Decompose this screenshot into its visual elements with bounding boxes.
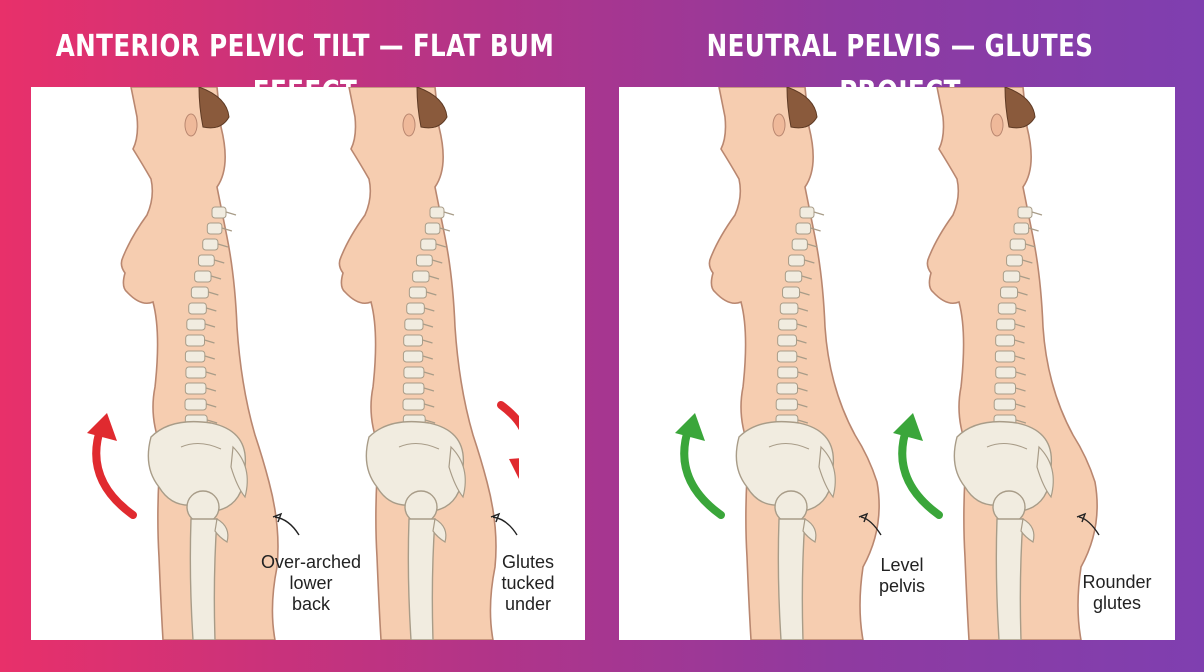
vertebra (404, 367, 424, 378)
vertebra (185, 351, 204, 362)
vertebra (796, 223, 811, 234)
arrow-head (87, 413, 117, 441)
femur-bone (190, 519, 217, 640)
femoral-head (993, 491, 1025, 523)
vertebra (421, 239, 436, 250)
femoral-head (405, 491, 437, 523)
vertebra (779, 319, 797, 330)
vertebra (416, 255, 432, 266)
label-line: lower (251, 573, 371, 594)
label-line: under (483, 594, 573, 615)
vertebra (777, 383, 798, 394)
vertebra (404, 335, 423, 346)
label-line: glutes (1069, 593, 1165, 614)
vertebra (198, 255, 214, 266)
vertebra-process (814, 212, 824, 215)
vertebra (995, 383, 1016, 394)
vertebra (207, 223, 222, 234)
arrow-head (509, 457, 519, 483)
femur-bone (778, 519, 805, 640)
right-panel-title: NEUTRAL PELVIS — GLUTES PROJECT (650, 24, 1150, 70)
vertebra (403, 383, 424, 394)
label-line: Rounder (1069, 572, 1165, 593)
label-rounder-glutes: Rounder glutes (1069, 572, 1165, 614)
femoral-head (187, 491, 219, 523)
label-level-pelvis: Level pelvis (847, 555, 957, 597)
vertebra (1001, 287, 1018, 298)
vertebra (996, 367, 1016, 378)
vertebra (195, 271, 211, 282)
vertebra (778, 335, 797, 346)
vertebra (413, 271, 429, 282)
ear (991, 114, 1003, 136)
vertebra-process (226, 212, 236, 215)
vertebra (407, 303, 425, 314)
ear (403, 114, 415, 136)
label-glutes-tucked: Glutes tucked under (483, 552, 573, 615)
neutral-pelvis-panel: Level pelvis Rounder glutes (619, 87, 1175, 640)
vertebra (785, 271, 801, 282)
vertebra (203, 239, 218, 250)
label-line: Glutes (483, 552, 573, 573)
vertebra (409, 287, 426, 298)
vertebra (1003, 271, 1019, 282)
left-panel-title: ANTERIOR PELVIC TILT — FLAT BUM EFFECT (55, 24, 555, 70)
vertebra (403, 351, 422, 362)
arrow-head (675, 413, 705, 441)
vertebra (996, 335, 1015, 346)
vertebra (430, 207, 444, 218)
vertebra (783, 287, 800, 298)
vertebra (187, 319, 205, 330)
vertebra (1018, 207, 1032, 218)
vertebra (185, 399, 206, 410)
vertebra (1007, 255, 1023, 266)
label-line: Over-arched (251, 552, 371, 573)
vertebra-process (444, 212, 454, 215)
vertebra (789, 255, 805, 266)
label-line: tucked (483, 573, 573, 594)
vertebra-process (1032, 212, 1042, 215)
femur-bone (996, 519, 1023, 640)
vertebra (186, 335, 205, 346)
label-line: pelvis (847, 576, 957, 597)
anterior-tilt-panel: Over-arched lower back Glutes tucked und… (31, 87, 585, 640)
vertebra (776, 399, 797, 410)
vertebra (185, 383, 206, 394)
vertebra (998, 303, 1016, 314)
vertebra (212, 207, 226, 218)
vertebra (995, 351, 1014, 362)
femur-bone (408, 519, 435, 640)
ear (185, 114, 197, 136)
label-line: Level (847, 555, 957, 576)
curved-arrow (501, 405, 519, 465)
femoral-head (775, 491, 807, 523)
vertebra (403, 399, 424, 410)
vertebra (994, 399, 1015, 410)
vertebra (1010, 239, 1025, 250)
label-line: back (251, 594, 371, 615)
vertebra (800, 207, 814, 218)
label-over-arched: Over-arched lower back (251, 552, 371, 615)
vertebra (186, 367, 206, 378)
vertebra (405, 319, 423, 330)
vertebra (778, 367, 798, 378)
vertebra (425, 223, 440, 234)
vertebra (780, 303, 798, 314)
vertebra (792, 239, 807, 250)
arrow-head (893, 413, 923, 441)
vertebra (997, 319, 1015, 330)
ear (773, 114, 785, 136)
vertebra (1014, 223, 1029, 234)
vertebra (777, 351, 796, 362)
vertebra (189, 303, 207, 314)
vertebra (191, 287, 208, 298)
